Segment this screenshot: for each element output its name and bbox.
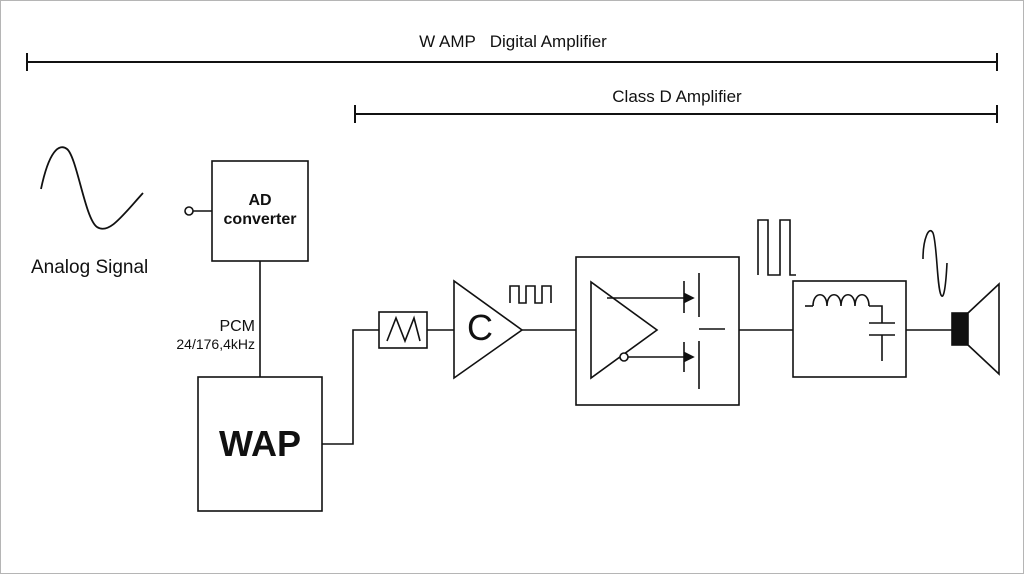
square-wave-icon bbox=[509, 285, 552, 304]
classd-span-bracket bbox=[354, 105, 998, 123]
classd-span-label: Class D Amplifier bbox=[612, 87, 742, 106]
triangle-wave-icon bbox=[386, 315, 421, 344]
gate-arrow-top bbox=[684, 292, 695, 304]
driver-triangle bbox=[590, 280, 659, 380]
gate-arrow-bottom bbox=[684, 351, 695, 363]
wap-label: WAP bbox=[218, 423, 301, 464]
wamp-span-label: W AMP Digital Amplifier bbox=[419, 32, 607, 51]
filter-wire-right bbox=[869, 305, 883, 323]
wamp-span-bracket bbox=[26, 53, 998, 71]
analog-signal-label: Analog Signal bbox=[31, 257, 149, 278]
capacitor-icon bbox=[869, 322, 895, 361]
ad-converter-line2: converter bbox=[223, 211, 297, 229]
comparator-label: C bbox=[467, 307, 493, 348]
lc-filter-box bbox=[792, 280, 907, 378]
comparator-triangle bbox=[453, 279, 524, 380]
mosfet-icon bbox=[683, 273, 725, 389]
switching-stage-box bbox=[575, 256, 740, 406]
square-wave-icon bbox=[757, 219, 796, 276]
input-terminal bbox=[184, 206, 194, 216]
ad-converter-label: AD converter bbox=[212, 191, 308, 229]
pcm-rate-label: 24/176,4kHz bbox=[176, 336, 255, 352]
pcm-label: PCM bbox=[219, 318, 255, 335]
inductor-icon bbox=[812, 293, 870, 307]
triangle-generator-box bbox=[378, 311, 428, 349]
ad-converter-line1: AD bbox=[248, 192, 272, 209]
sine-wave-icon bbox=[40, 146, 144, 230]
speaker-icon bbox=[951, 282, 1000, 376]
driver-inverted-output bbox=[619, 352, 629, 362]
sine-wave-icon bbox=[922, 230, 948, 297]
wap-output-wire bbox=[322, 329, 379, 445]
